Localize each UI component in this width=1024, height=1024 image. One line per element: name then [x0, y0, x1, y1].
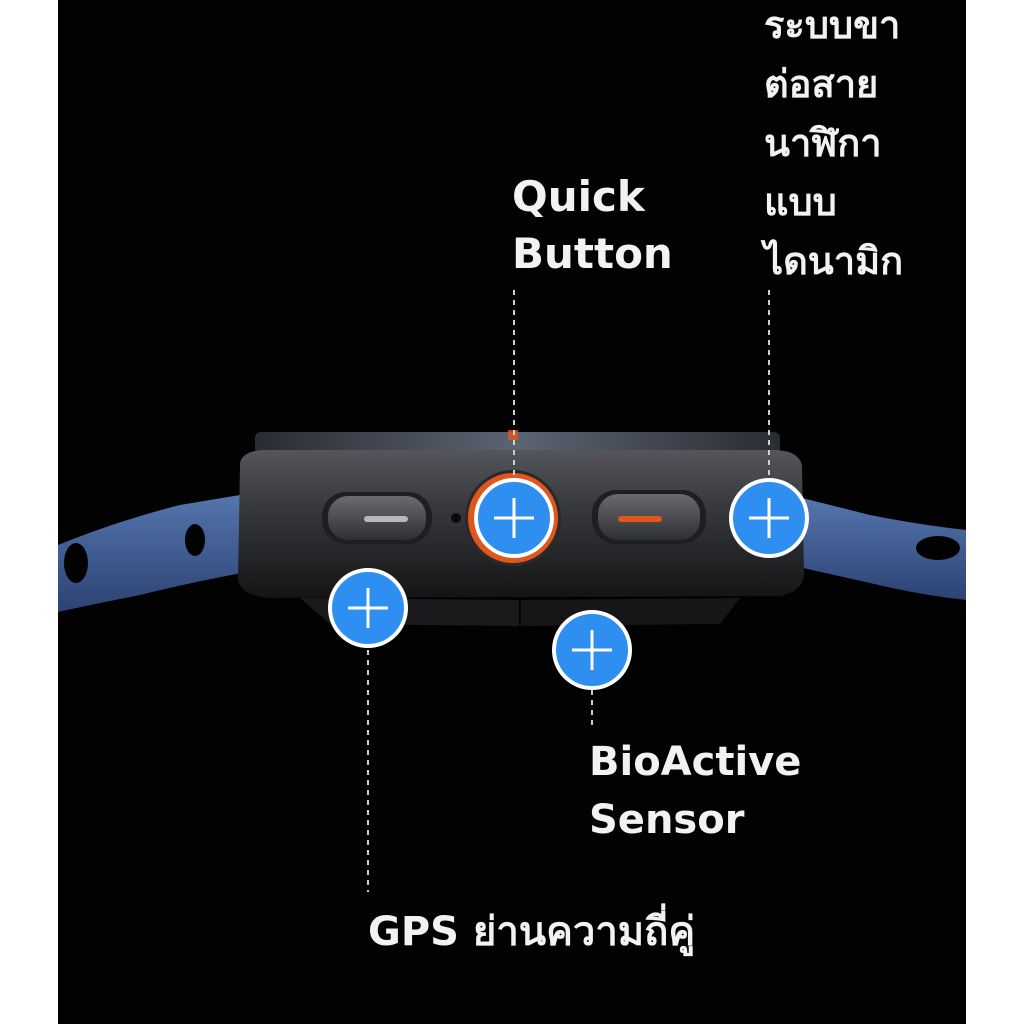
dynamic-band-label-line-5: ไดนามิก [764, 239, 904, 283]
plus-icon [572, 630, 612, 670]
microphone-hole [451, 513, 461, 523]
plus-icon [348, 588, 388, 628]
bioactive-sensor-label-line-2: Sensor [589, 797, 745, 843]
right-side-button [592, 490, 706, 544]
dynamic-band-label-line-4: แบบ [764, 180, 837, 224]
quick-button-label-line-1: Quick [512, 172, 645, 221]
right-strap [790, 495, 966, 600]
plus-icon [749, 498, 789, 538]
quick-button-hotspot[interactable] [474, 478, 554, 558]
quick-button-label-line-2: Button [512, 229, 673, 278]
dual-gps-label: GPS ย่านความถี่คู่ [368, 912, 695, 952]
left-side-button [322, 492, 432, 544]
product-feature-stage: Quick Button ระบบขา ต่อสาย นาฬิกา แบบ ได… [58, 0, 966, 1024]
bioactive-sensor-label: BioActive Sensor [589, 742, 801, 858]
dynamic-band-label-line-3: นาฬิกา [764, 121, 882, 165]
plus-icon [494, 498, 534, 538]
quick-button-label: Quick Button [512, 176, 673, 290]
watch-side-view [58, 290, 966, 892]
dual-gps-hotspot[interactable] [328, 568, 408, 648]
dynamic-band-label: ระบบขา ต่อสาย นาฬิกา แบบ ไดนามิก [764, 6, 903, 301]
bioactive-sensor-hotspot[interactable] [552, 610, 632, 690]
dynamic-band-label-line-2: ต่อสาย [764, 62, 879, 106]
dual-gps-label-line-1: GPS ย่านความถี่คู่ [368, 909, 696, 955]
bioactive-sensor-label-line-1: BioActive [589, 739, 802, 785]
left-strap [58, 490, 270, 612]
dynamic-band-label-line-1: ระบบขา [764, 3, 901, 47]
dynamic-band-hotspot[interactable] [729, 478, 809, 558]
